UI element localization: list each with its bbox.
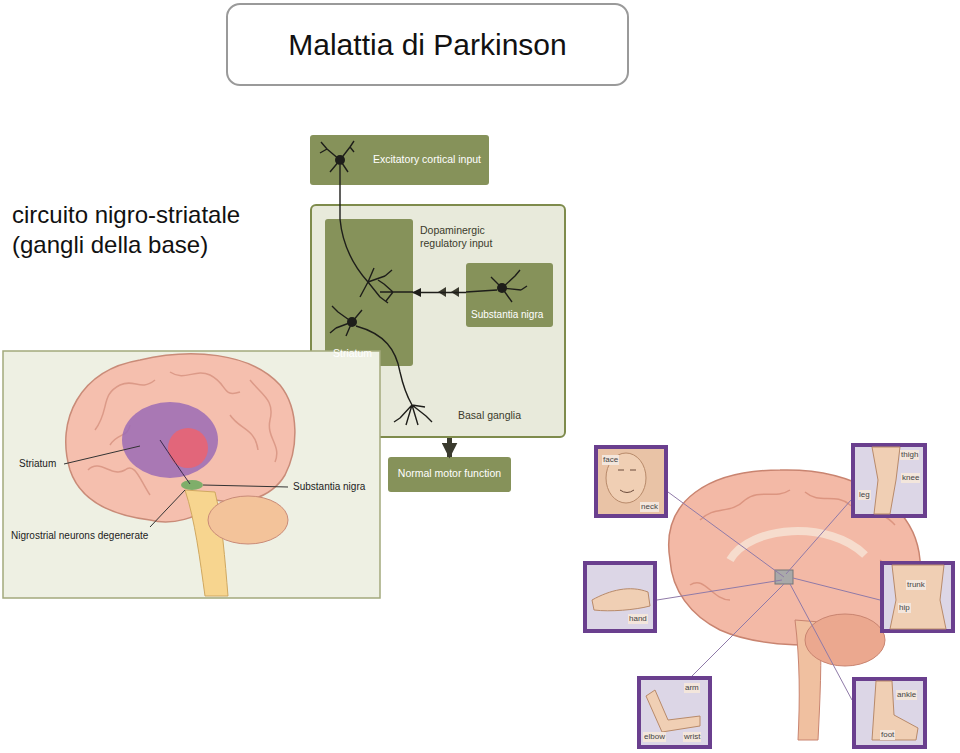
cerebellum [208,496,288,544]
body-part-label: hand [628,614,648,624]
corpus-callosum [730,531,865,560]
thalamus-region [168,428,208,468]
face-panel [594,445,668,518]
node-text: Striatum [333,347,372,360]
title-frame: Malattia di Parkinson [226,3,629,86]
output-box: Normal motor function [388,457,511,492]
structure-label: Substantia nigra [292,481,366,494]
brain-outline [66,354,295,522]
body-part-label: trunk [906,580,926,590]
neuron-drawings [320,141,527,425]
trunk-panel [880,561,955,633]
brainstem [185,490,228,596]
input-box: Excitatory cortical input [310,135,489,185]
title-box: Malattia di Parkinson [226,3,629,86]
region-box: Substantia nigra [466,263,553,327]
arm-panel [637,676,712,749]
body-part-label: elbow [643,732,666,742]
leader-lines [64,446,288,527]
brainstem [795,620,821,740]
body-part-label: arm [684,683,700,693]
body-part-label: thigh [900,450,919,460]
region-box: Striatum [325,219,413,366]
striatum-region [122,402,218,478]
structure-label: Nigrostrial neurons degenerate [10,530,149,543]
neuron-somata [335,155,507,327]
body-part-label: leg [858,490,871,500]
axon-connector [413,292,466,293]
axon-connector [339,185,340,219]
node-text: Normal motor function [398,467,501,480]
body-part-label: face [602,455,619,465]
body-part-label: ankle [896,690,917,700]
circuit-panel: Striatum Substantia nigra Dopaminergic reg… [310,204,566,438]
brain-gyri [690,490,895,605]
brain-illustration [3,351,380,598]
node-text: Excitatory cortical input [373,153,481,166]
body-part-label: hip [898,603,911,613]
structure-label: Striatum [18,458,57,471]
brain-gyri [88,372,277,495]
leg-panel [851,443,927,518]
output-arrow [447,438,452,457]
substantia-nigra-region [181,480,203,490]
body-part-label: foot [880,730,895,740]
cerebellum [805,614,885,666]
signal-arrowheads [438,287,459,297]
node-text: Basal ganglia [458,409,521,422]
node-text: Substantia nigra [471,309,543,322]
node-text: Dopaminergic regulatory input [420,224,520,250]
leader-lines [657,492,880,700]
foot-panel [852,677,927,749]
body-part-panels [583,443,955,749]
basal-ganglia-mark [775,570,793,584]
brain-outline [669,470,920,645]
subtitle-label: circuito nigro-striatale (gangli della b… [12,200,297,260]
body-part-label: knee [901,473,920,483]
body-part-label: neck [640,502,659,512]
body-part-label: wrist [683,732,701,742]
sagittal-brain [657,470,920,740]
illustration-frame [3,351,380,598]
nigrostriatal-fibres [160,440,190,484]
hand-panel [583,561,657,633]
